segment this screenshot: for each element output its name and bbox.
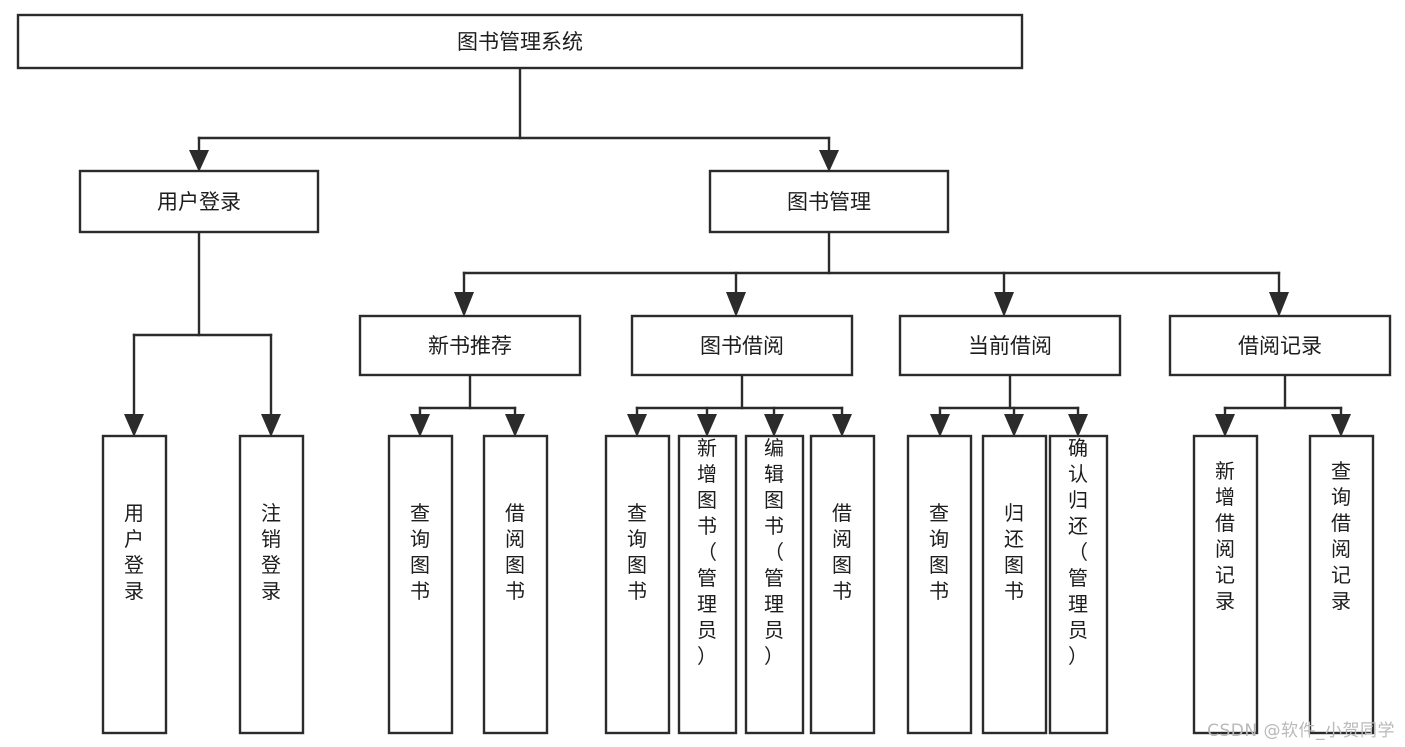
node-leaf-confirm-return-admin-label: 确认归还（管理员） [1068, 436, 1088, 668]
arrow-icon [697, 414, 717, 437]
node-leaf-query-book-1[interactable]: 查询图书 [387, 434, 454, 735]
node-leaf-add-borrow-record[interactable]: 新增借阅记录 [1192, 434, 1259, 735]
arrow-icon [832, 414, 852, 437]
arrow-icon [189, 150, 209, 172]
node-new-book-rec-label: 新书推荐 [428, 334, 512, 358]
arrow-icon [410, 414, 430, 437]
node-leaf-borrow-book-1-label: 借阅图书 [505, 501, 525, 603]
node-leaf-borrow-book-2[interactable]: 借阅图书 [809, 434, 876, 735]
node-new-book-rec[interactable]: 新书推荐 [358, 314, 582, 377]
node-leaf-query-book-2-label: 查询图书 [627, 501, 647, 603]
node-root-label: 图书管理系统 [457, 30, 583, 54]
node-leaf-user-logout[interactable]: 注销登录 [238, 434, 305, 735]
node-root[interactable]: 图书管理系统 [16, 13, 1024, 70]
arrow-icon [1004, 414, 1024, 437]
node-leaf-add-borrow-record-label: 新增借阅记录 [1215, 459, 1235, 613]
node-leaf-borrow-book-1[interactable]: 借阅图书 [482, 434, 549, 735]
node-leaf-return-book[interactable]: 归还图书 [981, 434, 1048, 735]
node-leaf-query-borrow-record[interactable]: 查询借阅记录 [1308, 434, 1375, 735]
node-user-login-label: 用户登录 [157, 190, 241, 214]
node-current-borrow[interactable]: 当前借阅 [898, 314, 1122, 377]
node-leaf-add-book-admin[interactable]: 新增图书（管理员） [677, 434, 738, 735]
arrow-icon [505, 414, 525, 437]
arrow-icon [261, 414, 281, 437]
node-borrow-record[interactable]: 借阅记录 [1168, 314, 1392, 377]
node-book-manage[interactable]: 图书管理 [708, 169, 950, 234]
node-leaf-user-login[interactable]: 用户登录 [101, 434, 168, 735]
node-leaf-user-login-label: 用户登录 [124, 501, 144, 603]
arrow-icon [819, 150, 839, 172]
arrow-icon [1331, 414, 1351, 437]
arrow-icon [1215, 414, 1235, 437]
arrow-icon [454, 292, 474, 317]
node-leaf-query-book-2[interactable]: 查询图书 [604, 434, 671, 735]
node-leaf-edit-book-admin[interactable]: 编辑图书（管理员） [744, 434, 805, 735]
node-book-manage-label: 图书管理 [787, 190, 871, 214]
node-leaf-confirm-return-admin[interactable]: 确认归还（管理员） [1048, 434, 1109, 735]
node-current-borrow-label: 当前借阅 [968, 334, 1052, 358]
node-layer: 图书管理系统 用户登录 图书管理 新书推荐 图书借阅 [16, 13, 1392, 735]
node-leaf-add-book-admin-label: 新增图书（管理员） [697, 436, 717, 668]
node-leaf-query-book-1-label: 查询图书 [410, 501, 430, 603]
arrow-icon [1068, 414, 1088, 437]
node-user-login[interactable]: 用户登录 [78, 169, 320, 234]
node-leaf-query-book-3-label: 查询图书 [929, 501, 949, 603]
node-borrow-record-label: 借阅记录 [1238, 334, 1322, 358]
arrow-icon [1269, 292, 1289, 317]
arrow-icon [124, 414, 144, 437]
node-leaf-query-book-3[interactable]: 查询图书 [906, 434, 973, 735]
node-leaf-user-logout-label: 注销登录 [261, 501, 281, 603]
arrow-icon [930, 414, 950, 437]
node-book-borrow[interactable]: 图书借阅 [630, 314, 854, 377]
arrow-icon [764, 414, 784, 437]
node-leaf-edit-book-admin-label: 编辑图书（管理员） [764, 436, 784, 668]
arrow-icon [726, 292, 746, 317]
arrowhead-layer [124, 150, 1351, 437]
node-leaf-return-book-label: 归还图书 [1004, 501, 1024, 603]
arrow-icon [627, 414, 647, 437]
node-book-borrow-label: 图书借阅 [700, 334, 784, 358]
arrow-icon [994, 292, 1014, 317]
node-leaf-query-borrow-record-label: 查询借阅记录 [1331, 459, 1351, 613]
node-leaf-borrow-book-2-label: 借阅图书 [832, 501, 852, 603]
